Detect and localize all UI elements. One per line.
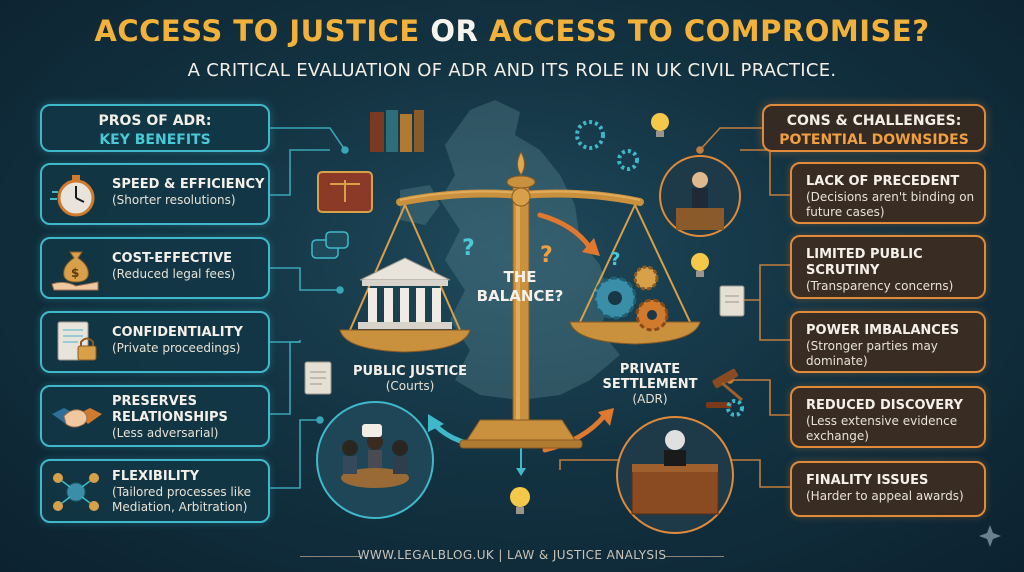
con-desc: (Transparency concerns) [806, 279, 954, 293]
title-part-2: ACCESS TO COMPROMISE? [488, 14, 930, 48]
con-desc: (Decisions aren't binding on future case… [806, 190, 975, 219]
pro-title: SPEED & EFFICIENCY [112, 177, 265, 192]
handshake-icon [50, 394, 104, 440]
svg-text:?: ? [540, 243, 553, 268]
gears-icon [593, 265, 669, 332]
money-bag-icon: $ [50, 246, 104, 292]
svg-text:$: $ [71, 266, 79, 280]
page-title: ACCESS TO JUSTICE OR ACCESS TO COMPROMIS… [0, 14, 1024, 48]
pros-heading-line2: KEY BENEFITS [99, 132, 211, 148]
balance-line1: THE [503, 268, 537, 286]
con-card-precedent: LACK OF PRECEDENT (Decisions aren't bind… [790, 162, 986, 224]
con-title: REDUCED DISCOVERY [806, 398, 963, 413]
private-settlement-sub: (ADR) [632, 392, 668, 406]
sparkle-icon [979, 525, 1001, 547]
pro-desc: (Reduced legal fees) [112, 267, 236, 281]
pro-card-cost: $ COST-EFFECTIVE (Reduced legal fees) [40, 237, 270, 299]
con-card-discovery: REDUCED DISCOVERY (Less extensive eviden… [790, 386, 986, 448]
con-desc: (Less extensive evidence exchange) [806, 414, 958, 443]
pros-heading-line1: PROS OF ADR: [98, 113, 212, 129]
stopwatch-icon [50, 172, 104, 218]
private-settlement-title-1: PRIVATE [619, 362, 681, 377]
con-card-scrutiny: LIMITED PUBLIC SCRUTINY (Transparency co… [790, 235, 986, 299]
public-justice-sub: (Courts) [385, 379, 435, 393]
con-desc: (Stronger parties may dominate) [806, 339, 938, 368]
balance-scale [339, 150, 701, 449]
law-books-icon [370, 110, 424, 152]
con-card-power: POWER IMBALANCES (Stronger parties may d… [790, 311, 986, 373]
title-part-1: ACCESS TO JUSTICE [94, 14, 420, 48]
pro-card-speed: SPEED & EFFICIENCY (Shorter resolutions) [40, 163, 270, 225]
scales-book-icon [317, 171, 373, 213]
document-pen-icon [304, 361, 332, 395]
network-people-icon [50, 468, 104, 514]
question-marks: ? ? ? [462, 236, 620, 270]
locked-document-icon [50, 320, 104, 366]
contract-document-icon [719, 285, 745, 317]
pro-card-flexibility: FLEXIBILITY (Tailored processes like Med… [40, 459, 270, 523]
footer-rule-left [300, 556, 360, 557]
page-subtitle: A CRITICAL EVALUATION OF ADR AND ITS ROL… [187, 60, 837, 81]
pros-heading: PROS OF ADR: KEY BENEFITS [40, 104, 270, 152]
pro-title: CONFIDENTIALITY [112, 325, 243, 340]
pro-desc: (Private proceedings) [112, 341, 241, 355]
pro-desc: (Tailored processes like Mediation, Arbi… [112, 485, 252, 514]
con-title: FINALITY ISSUES [806, 473, 929, 488]
private-settlement-title-2: SETTLEMENT [602, 377, 698, 392]
con-desc: (Harder to appeal awards) [806, 489, 964, 503]
con-card-finality: FINALITY ISSUES (Harder to appeal awards… [790, 461, 986, 517]
courthouse-icon [358, 257, 452, 329]
cons-heading-line1: CONS & CHALLENGES: [786, 113, 962, 129]
lightbulb-icon [510, 113, 709, 514]
con-title: LACK OF PRECEDENT [806, 174, 960, 189]
balance-line2: BALANCE? [476, 287, 564, 305]
footer-rule-right [664, 556, 724, 557]
pro-title: COST-EFFECTIVE [112, 251, 233, 266]
svg-text:?: ? [610, 249, 620, 270]
mediation-meeting-icon [316, 401, 434, 519]
gavel-icon [706, 368, 743, 408]
con-title: LIMITED PUBLIC SCRUTINY [806, 247, 923, 278]
pros-connectors [270, 127, 349, 489]
cons-heading: CONS & CHALLENGES: POTENTIAL DOWNSIDES [762, 104, 986, 152]
pro-card-confidentiality: CONFIDENTIALITY (Private proceedings) [40, 311, 270, 373]
con-title: POWER IMBALANCES [806, 323, 960, 338]
svg-text:?: ? [462, 236, 475, 261]
balance-label: THE BALANCE? [460, 268, 580, 306]
footer-credit: WWW.LEGALBLOG.UK | LAW & JUSTICE ANALYSI… [357, 548, 667, 562]
private-settlement-label: PRIVATE SETTLEMENT (ADR) [580, 362, 720, 407]
pro-title: FLEXIBILITY [112, 469, 200, 484]
cons-heading-line2: POTENTIAL DOWNSIDES [779, 132, 969, 148]
chat-bubble-icon [311, 231, 349, 259]
public-justice-title: PUBLIC JUSTICE [352, 364, 468, 379]
judge-bench-icon [616, 416, 734, 534]
pro-desc: (Shorter resolutions) [112, 193, 236, 207]
pro-card-relationships: PRESERVES RELATIONSHIPS (Less adversaria… [40, 385, 270, 447]
public-justice-label: PUBLIC JUSTICE (Courts) [345, 364, 475, 394]
pro-title: PRESERVES RELATIONSHIPS [112, 394, 228, 425]
courtroom-judge-icon [659, 155, 741, 237]
pro-desc: (Less adversarial) [112, 426, 219, 440]
small-gears-icon [575, 120, 744, 417]
title-mid: OR [430, 14, 479, 48]
